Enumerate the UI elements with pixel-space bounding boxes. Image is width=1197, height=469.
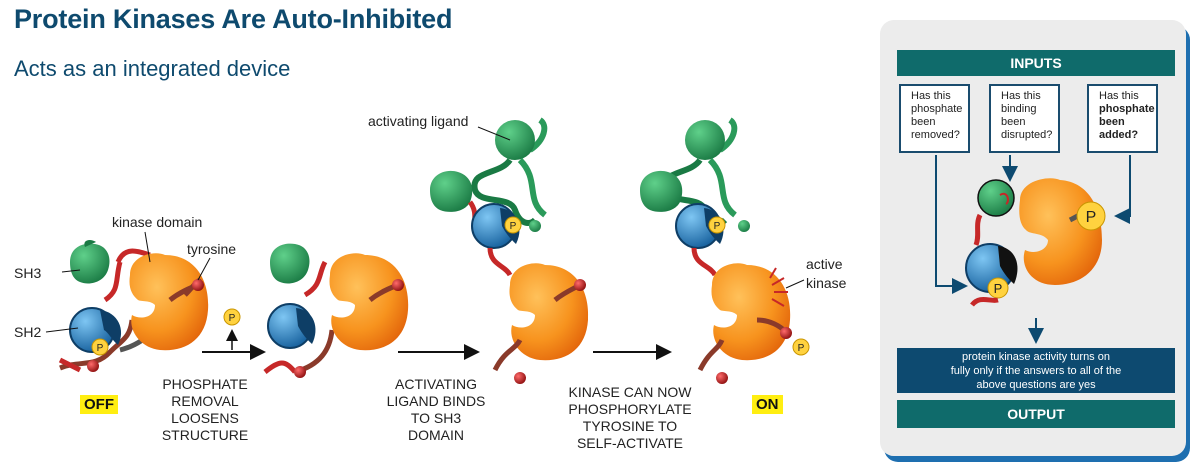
- label-kinase-domain: kinase domain: [112, 214, 203, 230]
- page-subtitle: Acts as an integrated device: [14, 56, 291, 81]
- panel-diagram: P P: [935, 155, 1131, 344]
- output-header: OUTPUT: [897, 400, 1175, 428]
- svg-text:P: P: [229, 313, 236, 324]
- label-sh3: SH3: [14, 265, 42, 281]
- svg-text:P: P: [798, 343, 805, 354]
- label-kinase: kinase: [806, 275, 847, 291]
- question-phosphate-added: Has this phosphate been added?: [1087, 84, 1158, 153]
- svg-text:P: P: [510, 221, 517, 232]
- label-activating-ligand: activating ligand: [368, 113, 469, 129]
- svg-text:P: P: [714, 221, 721, 232]
- state-on-badge: ON: [752, 395, 783, 414]
- auto-inhibition-diagram: P P P: [45, 117, 810, 384]
- step-caption-2: ACTIVATING LIGAND BINDS TO SH3 DOMAIN: [386, 376, 486, 443]
- activity-burst-icon: [769, 267, 788, 307]
- kinase-loosened: [263, 243, 409, 378]
- label-tyrosine: tyrosine: [187, 241, 237, 257]
- page-title: Protein Kinases Are Auto-Inhibited: [14, 4, 453, 34]
- label-active: active: [806, 256, 843, 272]
- integration-panel: INPUTS Has this phosphate been removed? …: [880, 20, 1186, 456]
- inputs-header: INPUTS: [897, 50, 1175, 76]
- svg-text:P: P: [994, 281, 1003, 296]
- released-phosphate: [223, 308, 241, 326]
- question-phosphate-removed: Has this phosphate been removed?: [899, 84, 970, 153]
- svg-text:P: P: [97, 343, 104, 354]
- svg-text:P: P: [1086, 209, 1097, 226]
- output-description: protein kinase activity turns on fully o…: [897, 348, 1175, 393]
- state-off-badge: OFF: [80, 395, 118, 414]
- label-sh2: SH2: [14, 324, 42, 340]
- kinase-ligand-bound: P: [430, 117, 589, 384]
- step-caption-3: KINASE CAN NOW PHOSPHORYLATE TYROSINE TO…: [568, 384, 692, 451]
- step-caption-1: PHOSPHATE REMOVAL LOOSENS STRUCTURE: [161, 376, 249, 443]
- question-binding-disrupted: Has this binding been disrupted?: [989, 84, 1060, 153]
- kinase-off: P: [45, 231, 211, 373]
- kinase-on: P P: [640, 117, 810, 384]
